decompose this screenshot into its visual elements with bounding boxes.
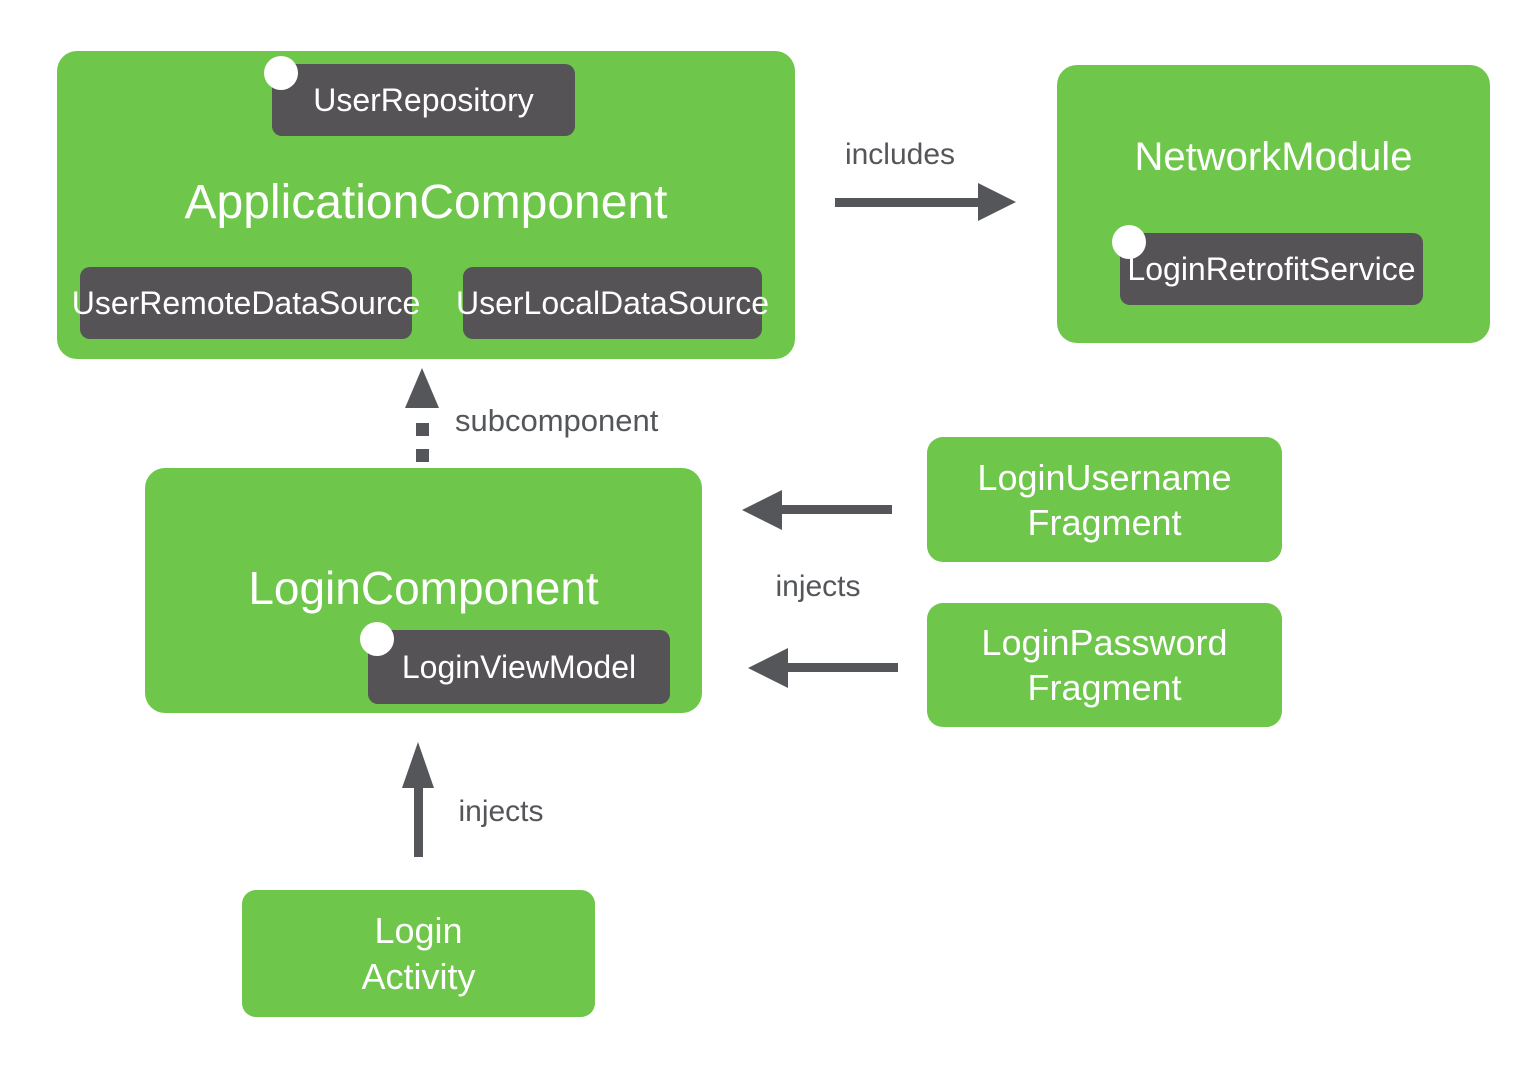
user-local-data-source-label: UserLocalDataSource — [455, 284, 770, 321]
login-password-fragment-box: LoginPassword Fragment — [927, 603, 1282, 727]
injects-activity-label: injects — [458, 795, 544, 828]
application-component-title: ApplicationComponent — [184, 176, 668, 229]
login-activity-line2: Activity — [361, 955, 476, 997]
application-component-box: ApplicationComponent UserRepository User… — [57, 51, 795, 359]
user-repository-label: UserRepository — [313, 81, 534, 118]
white-dot-icon — [264, 56, 298, 90]
login-retrofit-service-badge: LoginRetrofitService — [1112, 225, 1423, 305]
login-view-model-label: LoginViewModel — [401, 648, 637, 685]
login-username-fragment-box: LoginUsername Fragment — [927, 437, 1282, 562]
user-remote-data-source-label: UserRemoteDataSource — [71, 284, 421, 321]
includes-label: includes — [844, 138, 956, 171]
injects-password-arrow — [786, 663, 898, 672]
injects-password-arrowhead-icon — [748, 648, 788, 688]
injects-activity-arrow — [414, 786, 423, 857]
injects-username-arrow — [780, 505, 892, 514]
subcomponent-arrow-dash — [416, 423, 429, 436]
login-activity-line1: Login — [374, 909, 463, 951]
injects-activity-arrowhead-icon — [402, 742, 434, 788]
user-local-data-source-badge: UserLocalDataSource — [456, 267, 769, 339]
user-remote-data-source-badge: UserRemoteDataSource — [72, 267, 420, 339]
login-retrofit-service-label: LoginRetrofitService — [1127, 250, 1416, 287]
subcomponent-label: subcomponent — [455, 403, 659, 438]
includes-arrowhead-icon — [978, 183, 1016, 221]
subcomponent-arrow-dash — [416, 449, 429, 462]
login-activity-box: Login Activity — [242, 890, 595, 1017]
injects-username-arrowhead-icon — [742, 490, 782, 530]
includes-arrow — [835, 198, 980, 207]
white-dot-icon — [360, 622, 394, 656]
subcomponent-arrowhead-icon — [405, 368, 439, 408]
network-module-box: NetworkModule LoginRetrofitService — [1057, 65, 1490, 343]
login-password-fragment-line2: Fragment — [1027, 667, 1182, 708]
login-component-title: LoginComponent — [248, 562, 599, 614]
login-view-model-badge: LoginViewModel — [360, 622, 670, 704]
injects-fragments-label: injects — [775, 570, 861, 603]
login-username-fragment-line2: Fragment — [1027, 501, 1182, 543]
white-dot-icon — [1112, 225, 1146, 259]
login-password-fragment-line1: LoginPassword — [981, 622, 1228, 663]
network-module-title: NetworkModule — [1134, 135, 1413, 179]
user-repository-badge: UserRepository — [264, 56, 575, 136]
login-component-box: LoginComponent LoginViewModel — [145, 468, 702, 713]
login-username-fragment-line1: LoginUsername — [977, 456, 1232, 498]
